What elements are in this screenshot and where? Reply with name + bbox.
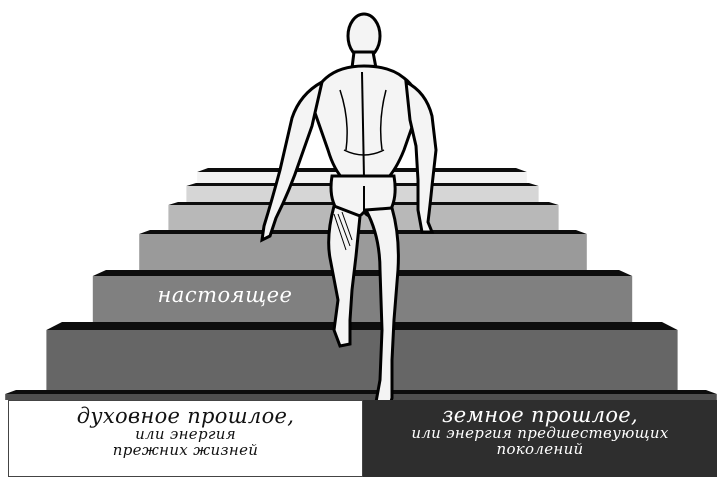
spiritual-past-line3: прежних жизней bbox=[9, 443, 362, 459]
step-riser bbox=[5, 390, 717, 394]
spiritual-past-box: духовное прошлое, или энергия прежних жи… bbox=[8, 400, 363, 477]
earthly-past-title: земное прошлое, bbox=[363, 404, 717, 426]
spiritual-past-title: духовное прошлое, bbox=[9, 405, 362, 427]
step-tread bbox=[46, 330, 677, 390]
earthly-past-line3: поколений bbox=[363, 442, 717, 458]
present-label: настоящее bbox=[150, 284, 300, 306]
step-riser bbox=[93, 270, 632, 276]
step-riser bbox=[46, 322, 677, 330]
step-riser bbox=[139, 230, 587, 234]
earthly-past-box: земное прошлое, или энергия предшествующ… bbox=[363, 400, 717, 477]
step-tread bbox=[139, 234, 587, 270]
